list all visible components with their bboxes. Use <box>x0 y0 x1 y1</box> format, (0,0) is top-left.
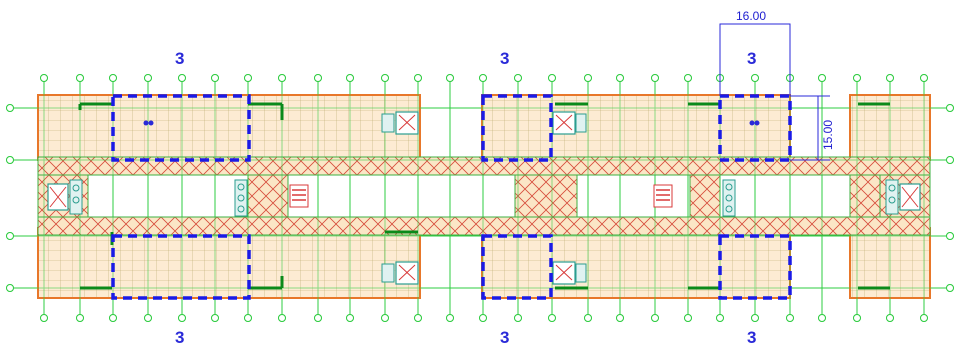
axis-bubble <box>40 314 48 322</box>
axis-bubble <box>616 314 624 322</box>
zone-label-bottom-1: 3 <box>175 328 184 347</box>
zone-label-top-3: 3 <box>747 49 756 68</box>
axis-bubble <box>381 74 389 82</box>
axis-bubble <box>414 74 422 82</box>
axis-bubble <box>6 156 14 164</box>
axis-bubble <box>178 74 186 82</box>
axis-bubble <box>76 314 84 322</box>
axis-bubble <box>178 314 186 322</box>
axis-bubble <box>584 314 592 322</box>
zone-label-bottom-3: 3 <box>747 328 756 347</box>
slab-upper-left <box>37 94 421 161</box>
axis-bubble <box>548 74 556 82</box>
axis-bubble <box>314 314 322 322</box>
axis-bubble <box>818 74 826 82</box>
dimension-annotation <box>719 23 830 161</box>
elevator-icon <box>234 179 248 217</box>
zone-lower-1 <box>111 234 251 300</box>
stair-icon <box>47 183 69 211</box>
axis-bubble <box>244 74 252 82</box>
zone-upper-3 <box>718 94 792 162</box>
zone-lower-3 <box>718 234 792 300</box>
axis-bubble <box>211 314 219 322</box>
zone-upper-2 <box>481 94 553 162</box>
dimension-height: 15.00 <box>821 120 835 150</box>
axis-bubble <box>346 314 354 322</box>
axis-bubble <box>381 314 389 322</box>
axis-bubble <box>76 74 84 82</box>
axis-bubble <box>548 314 556 322</box>
axis-bubble <box>853 314 861 322</box>
axis-bubble <box>278 74 286 82</box>
point-markers <box>143 120 760 126</box>
axis-bubble <box>616 74 624 82</box>
axis-bubble <box>144 74 152 82</box>
axis-bubble <box>946 232 954 240</box>
axis-bubble <box>684 314 692 322</box>
zone-label-top-2: 3 <box>500 49 509 68</box>
axis-bubble <box>651 314 659 322</box>
elevator-icon <box>69 179 83 215</box>
zone-upper-1 <box>111 94 251 162</box>
axis-bubble <box>479 314 487 322</box>
zone-outlines <box>111 94 792 300</box>
axis-bubble <box>946 284 954 292</box>
axis-bubble <box>244 314 252 322</box>
stair-icon <box>381 261 419 285</box>
stair-icon <box>552 111 587 135</box>
axis-bubble <box>479 74 487 82</box>
stair-icon <box>381 111 419 135</box>
axis-bubble <box>886 74 894 82</box>
axis-bubble <box>278 314 286 322</box>
elevator-icon <box>885 179 899 215</box>
axis-bubble <box>314 74 322 82</box>
axis-bubble <box>684 74 692 82</box>
axis-bubble <box>514 314 522 322</box>
axis-bubble <box>920 74 928 82</box>
axis-bubble <box>211 74 219 82</box>
axis-bubble <box>446 314 454 322</box>
axis-bubble <box>6 232 14 240</box>
axis-bubble <box>946 104 954 112</box>
stair-icon <box>289 184 309 208</box>
axis-bubble <box>853 74 861 82</box>
slab-upper-mid <box>481 94 791 161</box>
axis-bubble <box>886 314 894 322</box>
axis-bubble <box>414 314 422 322</box>
axis-bubble <box>6 284 14 292</box>
axis-bubble <box>751 314 759 322</box>
slab-lower-mid <box>481 227 791 299</box>
axis-bubble <box>751 74 759 82</box>
elevator-icon <box>722 179 736 217</box>
axis-bubble <box>144 314 152 322</box>
dimension-width: 16.00 <box>736 9 766 23</box>
braced-bay-3 <box>689 174 721 218</box>
zone-label-top-1: 3 <box>175 49 184 68</box>
axis-bubble <box>109 314 117 322</box>
zone-label-bottom-2: 3 <box>500 328 509 347</box>
corridor-lower-band <box>37 216 931 236</box>
axis-bubble <box>786 314 794 322</box>
axis-bubble <box>946 156 954 164</box>
axis-bubble <box>109 74 117 82</box>
stair-icon <box>899 183 921 211</box>
braced-bay-2 <box>514 174 578 218</box>
zone-lower-2 <box>481 234 553 300</box>
axis-bubble <box>584 74 592 82</box>
stair-icon <box>552 261 587 285</box>
axis-bubble <box>346 74 354 82</box>
axis-bubble <box>514 74 522 82</box>
axis-bubble <box>6 104 14 112</box>
axis-bubble <box>920 314 928 322</box>
axis-bubble <box>716 314 724 322</box>
axis-bubble <box>446 74 454 82</box>
axis-bubble <box>818 314 826 322</box>
braced-bay-4 <box>849 174 881 218</box>
axis-bubble <box>40 74 48 82</box>
stair-icon <box>653 184 673 208</box>
shear-walls <box>78 102 890 290</box>
axis-bubble <box>651 74 659 82</box>
